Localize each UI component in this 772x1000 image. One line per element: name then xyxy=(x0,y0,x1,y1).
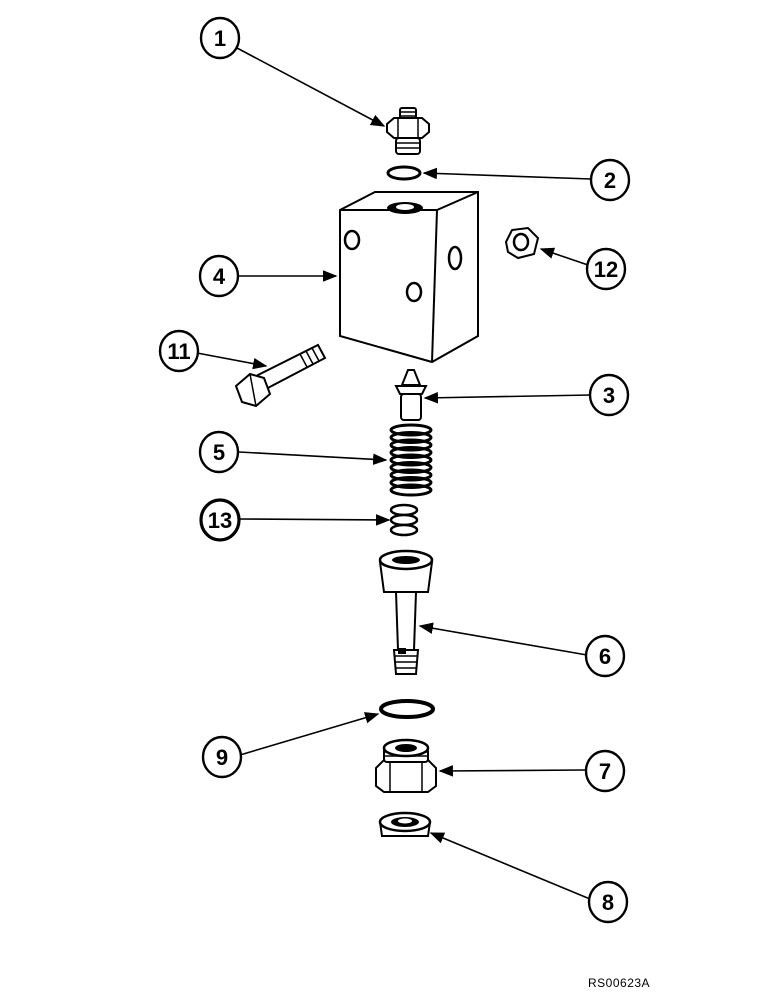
callout-3-label: 3 xyxy=(603,383,615,408)
fitting-part xyxy=(386,107,430,155)
leader-6 xyxy=(418,622,588,656)
callout-11-label: 11 xyxy=(167,339,190,364)
callout-7-label: 7 xyxy=(599,759,611,784)
callout-6: 6 xyxy=(584,634,626,678)
spring-coil xyxy=(389,483,433,497)
leader-7 xyxy=(438,765,586,777)
callout-13-label: 13 xyxy=(208,508,232,533)
callout-11: 11 xyxy=(158,329,200,373)
spring-coil xyxy=(389,423,433,437)
spring-coil xyxy=(389,453,433,467)
callout-7: 7 xyxy=(584,749,626,793)
nut-part xyxy=(504,226,540,260)
leader-8 xyxy=(429,832,591,900)
callout-2: 2 xyxy=(589,158,631,202)
callout-9-label: 9 xyxy=(216,745,228,770)
callout-1-label: 1 xyxy=(214,26,226,51)
callout-1: 1 xyxy=(199,16,241,60)
spring-coil xyxy=(389,468,433,482)
callout-13: 13 xyxy=(199,498,241,542)
callout-6-label: 6 xyxy=(599,644,611,669)
callout-12-label: 12 xyxy=(594,257,618,282)
leader-lines xyxy=(196,47,592,900)
leader-11 xyxy=(196,352,268,370)
callout-9: 9 xyxy=(201,735,243,779)
callout-8-label: 8 xyxy=(602,890,614,915)
spring-coil xyxy=(389,461,433,474)
spring-coil xyxy=(389,431,433,444)
callout-4: 4 xyxy=(198,254,240,298)
leader-13 xyxy=(238,514,391,526)
spring-coil xyxy=(389,446,433,459)
o-ring-lower-part xyxy=(379,699,435,719)
leader-3 xyxy=(423,392,592,404)
cap-part xyxy=(378,811,432,837)
callout-3: 3 xyxy=(588,373,630,417)
spool-part xyxy=(378,549,434,675)
leader-12 xyxy=(539,247,589,266)
bolt-part xyxy=(234,343,327,408)
callout-4-label: 4 xyxy=(213,264,226,289)
leader-5 xyxy=(238,451,388,466)
o-ring-upper-part xyxy=(386,165,422,181)
plug-part xyxy=(375,738,437,793)
figure-reference: RS00623A xyxy=(588,976,651,990)
spring-part xyxy=(389,423,433,497)
callout-12: 12 xyxy=(585,247,627,291)
leader-1 xyxy=(236,47,386,127)
callout-2-label: 2 xyxy=(604,168,616,193)
callout-8: 8 xyxy=(587,880,629,924)
spring-coil xyxy=(389,476,433,489)
poppet-part xyxy=(394,369,428,421)
leader-9 xyxy=(239,712,380,756)
leader-2 xyxy=(422,167,592,180)
shims-part xyxy=(389,503,419,537)
callout-5-label: 5 xyxy=(213,440,225,465)
callout-5: 5 xyxy=(198,430,240,474)
spring-coil xyxy=(389,438,433,452)
valve-body-part xyxy=(339,191,479,364)
